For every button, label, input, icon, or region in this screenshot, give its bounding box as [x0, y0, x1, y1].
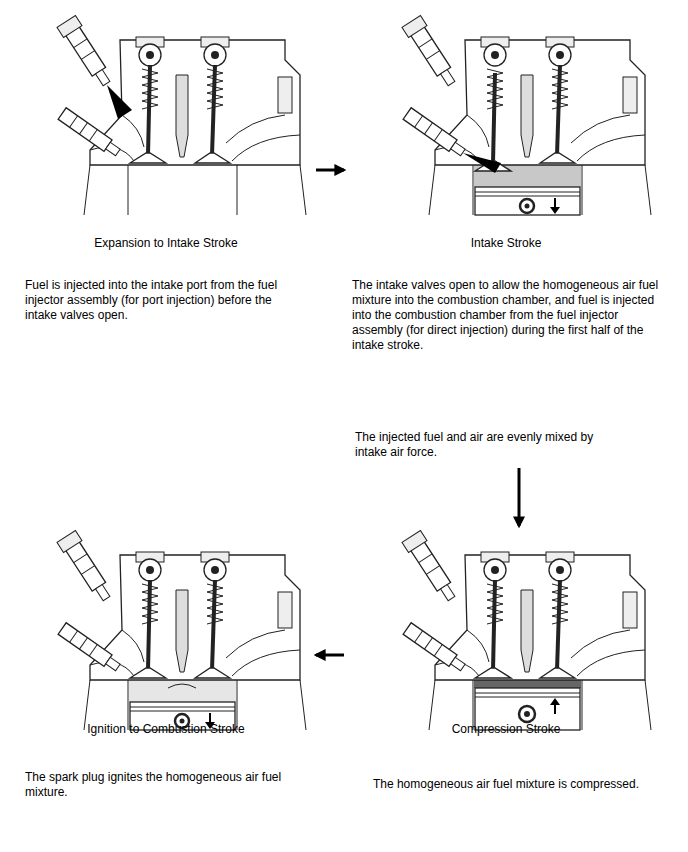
- intake-valve: [130, 580, 166, 678]
- stroke-description: The spark plug ignites the homogeneous a…: [25, 770, 309, 800]
- stroke-panel: Intake StrokeThe intake valves open to a…: [348, 10, 664, 464]
- fuel-spray: [107, 85, 132, 119]
- cylinder-head-assembly: [57, 15, 306, 215]
- mixing-note: The injected fuel and air are evenly mix…: [355, 430, 623, 460]
- exhaust-valve: [540, 65, 575, 163]
- flow-arrow: [316, 169, 344, 172]
- intake-illustration: [402, 15, 651, 215]
- intake-valve: [475, 73, 511, 171]
- exhaust-valve: [195, 65, 230, 163]
- stroke-panel: Compression StrokeThe homogeneous air fu…: [348, 530, 664, 796]
- intake-valve: [130, 65, 166, 163]
- cylinder-head-assembly: [57, 530, 306, 730]
- stroke-caption: Intake Stroke: [348, 236, 664, 251]
- intake-valve: [475, 580, 511, 678]
- stroke-caption: Ignition to Combustion Stroke: [20, 722, 312, 737]
- stroke-panel: Ignition to Combustion StrokeThe spark p…: [20, 530, 312, 804]
- flow-arrow: [518, 468, 521, 526]
- stroke-description: The homogeneous air fuel mixture is comp…: [348, 777, 664, 792]
- ignition-illustration: [57, 530, 306, 730]
- stroke-caption: Expansion to Intake Stroke: [20, 236, 312, 251]
- cylinder-head-assembly: [402, 15, 651, 215]
- exhaust-valve: [195, 580, 230, 678]
- compression-illustration: [402, 530, 651, 730]
- piston: [475, 187, 580, 215]
- exhaust-valve: [540, 580, 575, 678]
- flow-arrow: [316, 654, 344, 657]
- combustion-chamber: [129, 680, 236, 702]
- stroke-panel: Expansion to Intake StrokeFuel is inject…: [20, 10, 312, 327]
- cylinder-head-assembly: [402, 530, 651, 730]
- fuel-spray: [463, 153, 501, 173]
- expansion-illustration: [57, 15, 306, 215]
- stroke-caption: Compression Stroke: [348, 722, 664, 737]
- compressed-mixture: [474, 680, 581, 688]
- stroke-description: The intake valves open to allow the homo…: [352, 278, 662, 353]
- ignition-flame: [168, 684, 196, 688]
- stroke-description: Fuel is injected into the intake port fr…: [25, 278, 297, 323]
